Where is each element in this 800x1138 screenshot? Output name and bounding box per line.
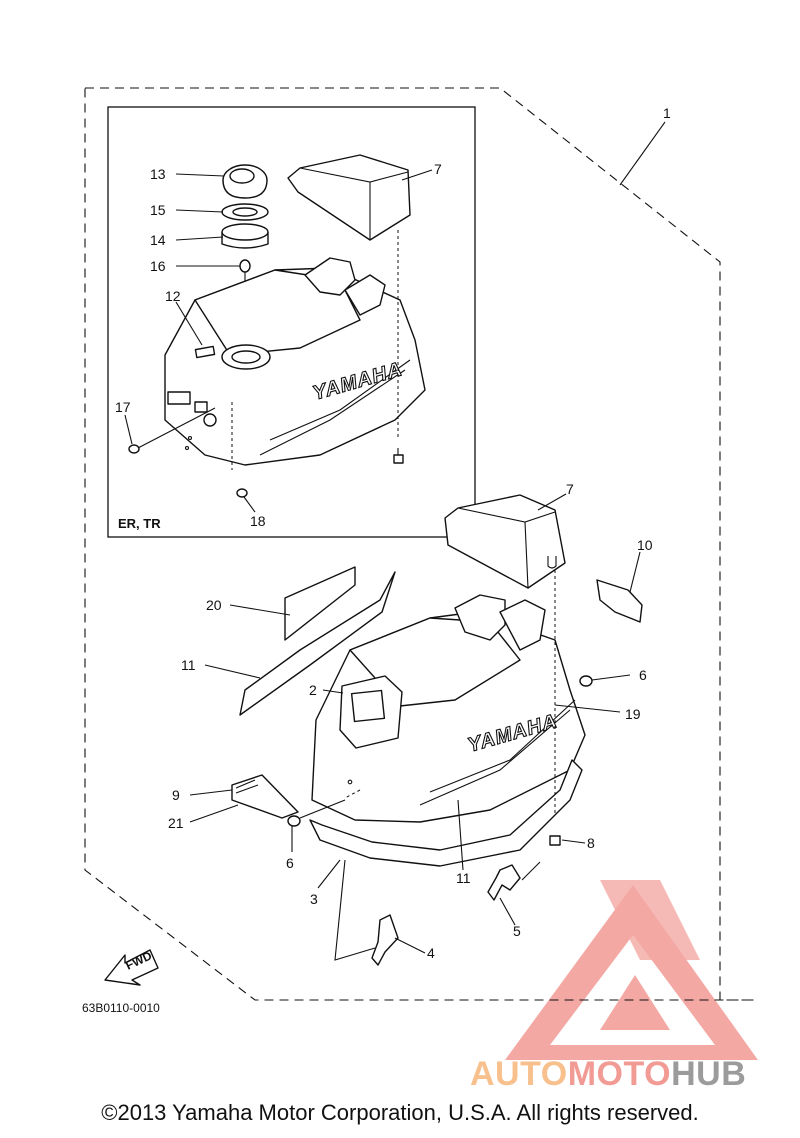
inset-box	[107, 106, 476, 538]
callout-2: 2	[309, 682, 317, 698]
callout-11-main: 11	[456, 870, 471, 886]
inset-fastener	[393, 448, 404, 464]
callout-8: 8	[587, 835, 595, 851]
part-13-cap	[222, 164, 268, 199]
callout-16: 16	[150, 258, 166, 274]
callout-numbers: 1 7 13 15 14 16 12 17 18 7 10 20 11 2 6 …	[115, 105, 671, 961]
part-6-screw-right	[579, 675, 593, 687]
part-18-grommet	[236, 488, 248, 498]
main-top-cowling: YAMAHA	[311, 594, 586, 823]
part-4-bracket	[371, 914, 399, 966]
callout-13: 13	[150, 166, 166, 182]
callout-9: 9	[172, 787, 180, 803]
callout-12: 12	[165, 288, 181, 304]
callout-7-inset: 7	[434, 161, 442, 177]
callout-18: 18	[250, 513, 266, 529]
part-15-ring	[221, 203, 269, 221]
callout-11-left: 11	[181, 657, 196, 673]
callout-21: 21	[168, 815, 184, 831]
callout-1: 1	[663, 105, 671, 121]
callout-6-right: 6	[639, 667, 647, 683]
part-9-21-label	[231, 774, 299, 819]
callout-19: 19	[625, 706, 641, 722]
callout-6-left: 6	[286, 855, 294, 871]
watermark-text: AUTOMOTOHUB	[470, 1055, 747, 1093]
callout-7-main: 7	[566, 481, 574, 497]
part-14-grommet	[221, 223, 269, 249]
diagram-code: 63B0110-0010	[82, 1001, 160, 1015]
callout-17: 17	[115, 399, 131, 415]
inset-top-cowling: YAMAHA	[164, 257, 426, 466]
callout-3: 3	[310, 891, 318, 907]
callout-20: 20	[206, 597, 222, 613]
callout-4: 4	[427, 945, 435, 961]
watermark-logo	[505, 880, 758, 1060]
callout-15: 15	[150, 202, 166, 218]
copyright-notice: ©2013 Yamaha Motor Corporation, U.S.A. A…	[101, 1100, 699, 1125]
part-8-fastener	[549, 835, 561, 846]
part-5-bracket	[487, 864, 521, 901]
leader-lines	[124, 121, 666, 961]
assembly-boundary	[84, 87, 755, 1001]
callout-14: 14	[150, 232, 166, 248]
part-20-decal	[284, 566, 356, 641]
part-6-screw-left	[287, 799, 346, 827]
part-3-seal	[309, 759, 583, 867]
part-7-top-cover-inset	[287, 154, 411, 241]
part-17-screw	[128, 407, 216, 454]
inset-label: ER, TR	[118, 516, 161, 531]
callout-10: 10	[637, 537, 653, 553]
fwd-arrow-icon: FWD	[104, 948, 159, 986]
part-11-decal-left	[239, 571, 396, 716]
part-10-plate	[596, 579, 643, 623]
callout-5: 5	[513, 923, 521, 939]
